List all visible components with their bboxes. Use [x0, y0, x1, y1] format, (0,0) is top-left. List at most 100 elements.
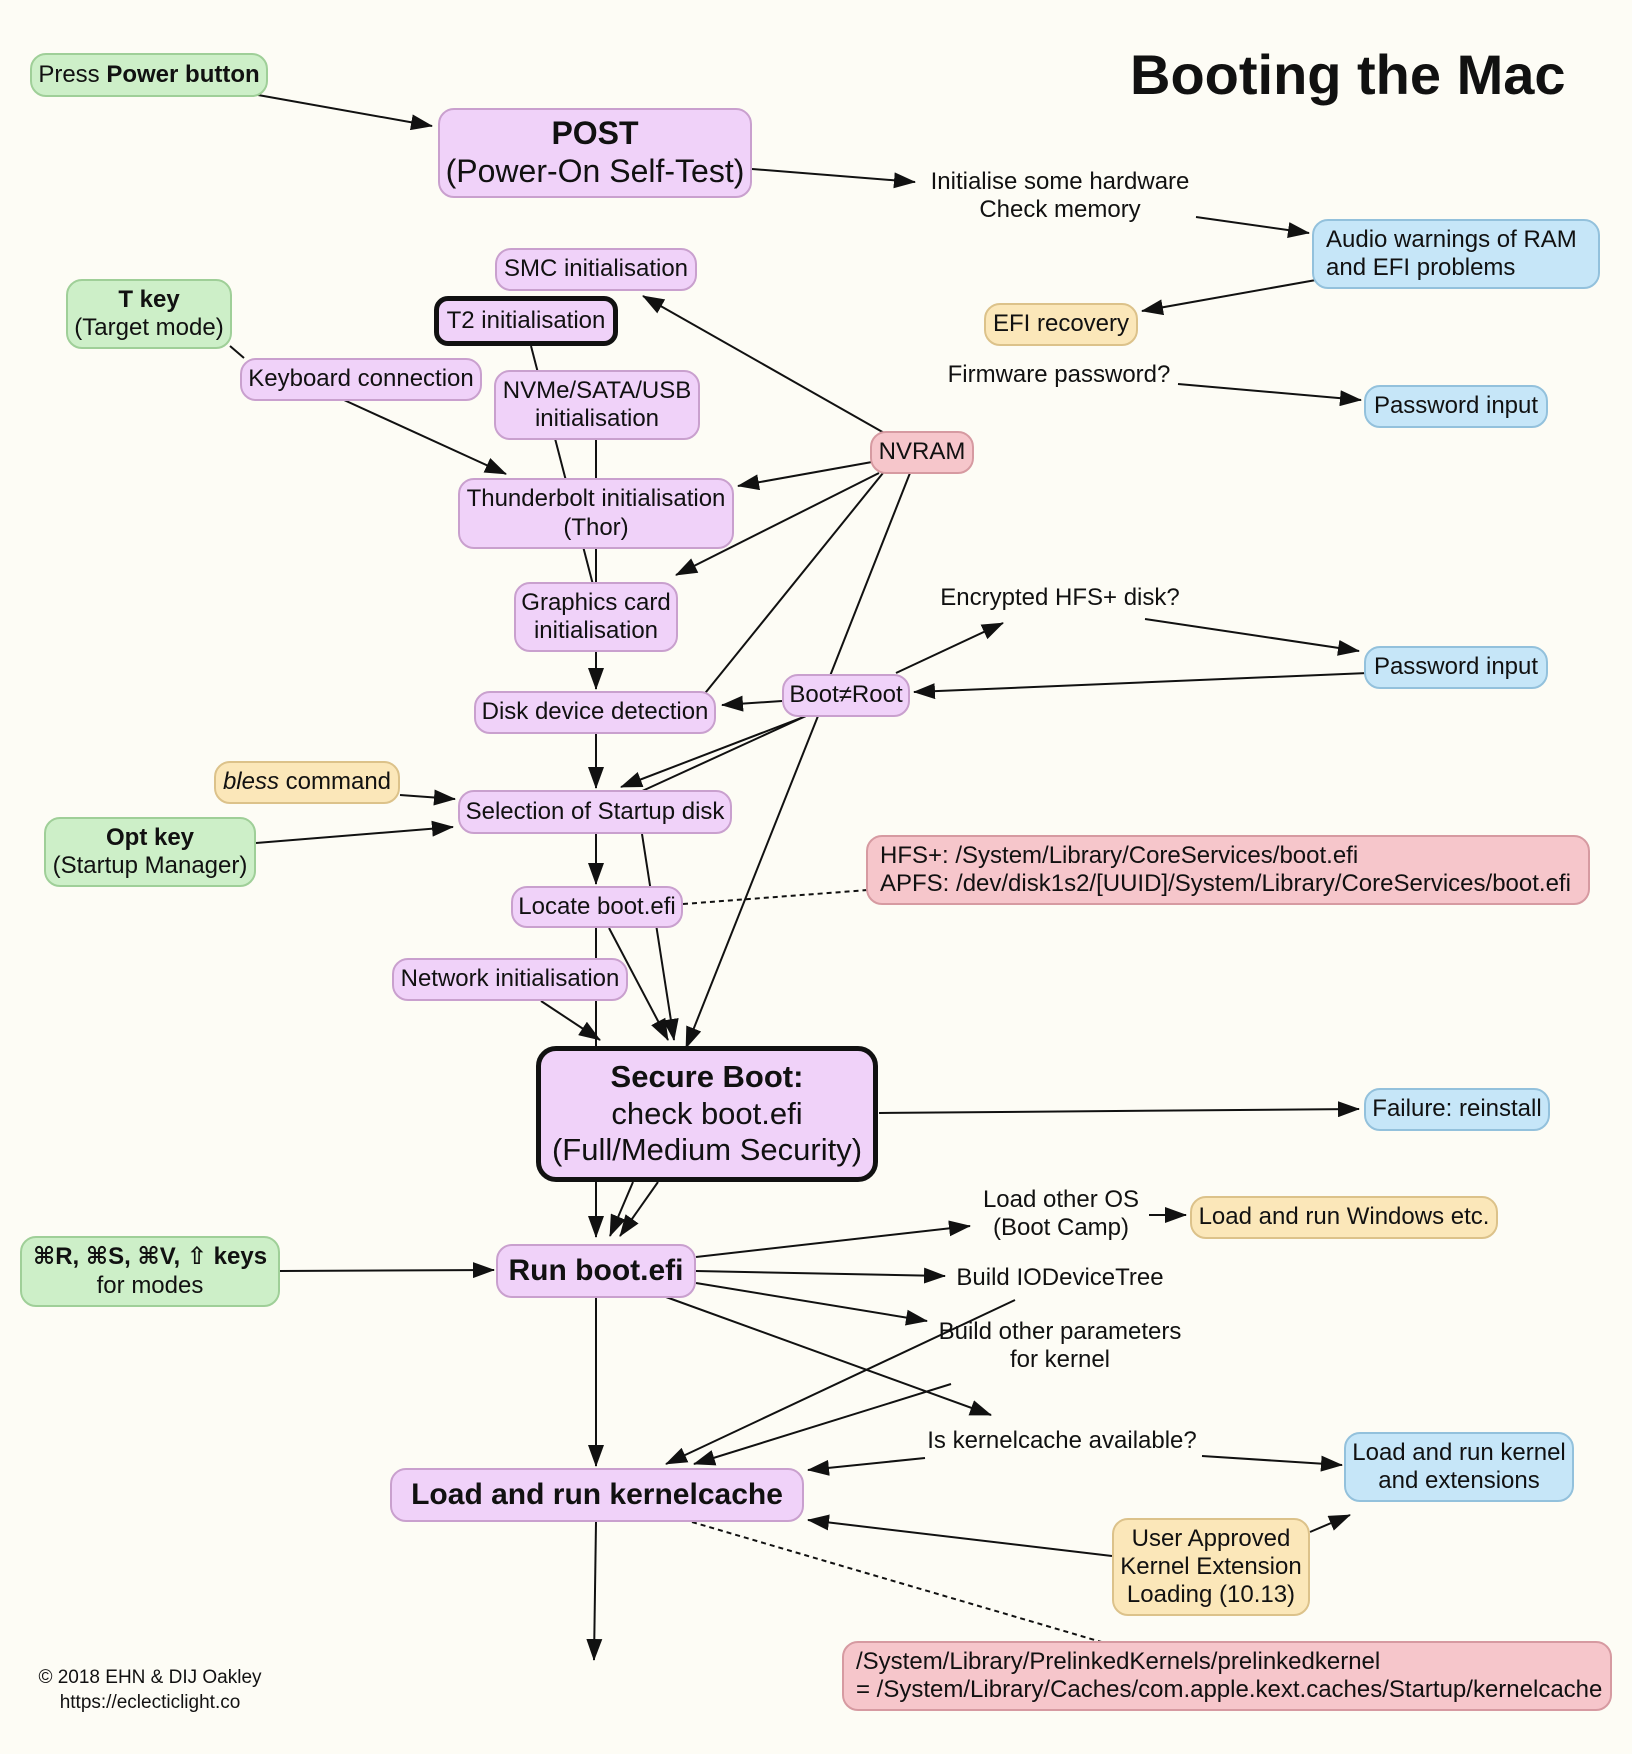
arrow-selection-secure — [641, 833, 679, 1041]
arrow-run-otheros — [695, 1220, 971, 1258]
website-url: https://eclecticlight.co — [59, 1691, 241, 1713]
arrow-bootroot-selection — [620, 715, 807, 788]
network-init-node: Network initialisation — [392, 958, 628, 1001]
disk-detection-node: Disk device detection — [474, 691, 716, 734]
line-nvram-bootroot — [829, 472, 911, 677]
user-approved-line1: User Approved — [1131, 1524, 1291, 1552]
secure-boot-node: Secure Boot: check boot.efi (Full/Medium… — [536, 1046, 878, 1182]
arrow-locate-secure — [608, 927, 669, 1041]
arrow-encrypted-password — [1144, 618, 1360, 656]
line-loadkc-prelinked — [691, 1521, 1106, 1644]
arrow-run-kernelcache-q — [665, 1296, 992, 1416]
arrow-power-post — [257, 94, 433, 131]
init-hardware-text: Initialise some hardware Check memory — [918, 168, 1202, 225]
graphics-line1: Graphics card — [521, 588, 671, 616]
load-other-os-text: Load other OS (Boot Camp) — [966, 1186, 1156, 1243]
user-approved-kext-node: User Approved Kernel Extension Loading (… — [1112, 1518, 1310, 1616]
arrow-nvram-smc — [642, 295, 887, 435]
arrow-secure-run-3 — [619, 1181, 659, 1237]
mode-keys-node: ⌘R, ⌘S, ⌘V, ⇧ keys for modes — [20, 1236, 280, 1307]
line-bootroot-selection2 — [639, 715, 807, 793]
post-subtitle: (Power-On Self-Test) — [445, 153, 745, 189]
user-approved-line3: Loading (10.13) — [1126, 1581, 1296, 1609]
load-kernelcache-node: Load and run kernelcache — [390, 1468, 804, 1522]
firmware-password-text: Firmware password? — [947, 361, 1171, 388]
arrow-modekeys-run — [278, 1262, 495, 1279]
locate-boot-efi-node: Locate boot.efi — [511, 886, 683, 928]
arrow-bootroot-disk — [721, 695, 783, 712]
bless-command-node: bless command — [214, 761, 400, 804]
encrypted-hfs-text: Encrypted HFS+ disk? — [940, 584, 1180, 611]
password-input-node-2: Password input — [1364, 646, 1548, 689]
for-kernel-line: for kernel — [1009, 1346, 1111, 1374]
build-other-params-text: Build other parameters for kernel — [928, 1318, 1192, 1375]
prelinked-line1: /System/Library/PrelinkedKernels/prelink… — [856, 1647, 1381, 1675]
nvme-line1: NVMe/SATA/USB — [502, 376, 692, 404]
post-title: POST — [551, 115, 639, 152]
copyright-text: © 2018 EHN & DIJ Oakley — [38, 1667, 262, 1688]
init-hardware-line: Initialise some hardware — [930, 168, 1190, 195]
line-nvram-disk — [701, 472, 884, 698]
graphics-init-node: Graphics card initialisation — [514, 582, 678, 652]
t2-init-node: T2 initialisation — [434, 296, 618, 346]
bless-label: bless — [222, 768, 279, 796]
load-kernel-line1: Load and run kernel — [1352, 1438, 1566, 1466]
press-power-label: Press — [38, 60, 107, 88]
line-locate-paths — [682, 889, 869, 905]
efi-recovery-node: EFI recovery — [984, 303, 1138, 346]
arrow-secure-run-2 — [609, 1181, 634, 1237]
audio-warnings-node: Audio warnings of RAM and EFI problems — [1312, 219, 1600, 289]
audio-warnings-line1: Audio warnings of RAM — [1326, 225, 1577, 253]
line-tkey-keyboard — [229, 345, 245, 359]
check-memory-line: Check memory — [979, 196, 1141, 224]
secure-boot-line3: (Full/Medium Security) — [551, 1132, 863, 1168]
graphics-line2: initialisation — [533, 617, 659, 644]
arrow-loadkc-down — [586, 1521, 603, 1661]
secure-boot-line2: check boot.efi — [611, 1095, 803, 1131]
prelinked-kernel-paths-node: /System/Library/PrelinkedKernels/prelink… — [842, 1641, 1612, 1711]
load-windows-node: Load and run Windows etc. — [1190, 1196, 1498, 1239]
post-node: POST (Power-On Self-Test) — [438, 108, 752, 198]
footer: © 2018 EHN & DIJ Oakley https://eclectic… — [26, 1666, 274, 1715]
mode-keys-label: ⌘R, ⌘S, ⌘V, ⇧ keys — [32, 1243, 268, 1271]
t-key-node: T key (Target mode) — [66, 279, 232, 349]
arrow-userapproved-loadkernel — [1309, 1514, 1351, 1533]
target-mode-label: (Target mode) — [74, 314, 224, 341]
arrow-kcq-loadkernel — [1201, 1455, 1343, 1472]
t-key-label: T key — [118, 285, 180, 313]
arrow-userapproved-loadkc — [807, 1514, 1113, 1557]
nvme-line2: initialisation — [534, 405, 660, 432]
arrow-run-iodevicetree — [695, 1267, 946, 1284]
secure-boot-title: Secure Boot: — [610, 1059, 804, 1095]
startup-disk-selection-node: Selection of Startup disk — [458, 790, 732, 834]
arrow-nvram-graphics — [675, 472, 880, 576]
arrow-audio-efirecovery — [1141, 279, 1317, 316]
arrow-iodev-loadkc — [665, 1299, 1016, 1465]
arrow-kcq-loadkc — [807, 1457, 926, 1476]
failure-reinstall-node: Failure: reinstall — [1364, 1088, 1550, 1131]
audio-warnings-line2: and EFI problems — [1326, 254, 1516, 281]
load-other-os-line1: Load other OS — [982, 1186, 1140, 1213]
load-kernel-extensions-node: Load and run kernel and extensions — [1344, 1432, 1574, 1502]
for-modes-label: for modes — [96, 1271, 204, 1299]
page-title: Booting the Mac — [1130, 43, 1566, 106]
arrow-bless-selection — [399, 789, 456, 806]
startup-manager-label: (Startup Manager) — [52, 852, 248, 879]
press-power-button-node: Press Power button — [30, 53, 268, 97]
arrow-params-loadkc — [693, 1383, 952, 1466]
arrow-nvram-thunderbolt — [737, 461, 873, 491]
boot-camp-line: (Boot Camp) — [992, 1214, 1130, 1242]
load-kernel-line2: and extensions — [1378, 1467, 1540, 1494]
smc-init-node: SMC initialisation — [495, 248, 697, 291]
arrow-password-bootroot — [913, 672, 1369, 700]
arrow-post-inithw — [751, 168, 916, 189]
arrow-secure-failure — [878, 1101, 1360, 1118]
arrow-network-secure — [540, 1000, 601, 1041]
thunderbolt-line2: (Thor) — [563, 513, 629, 541]
apfs-path-line: APFS: /dev/disk1s2/[UUID]/System/Library… — [880, 870, 1571, 897]
opt-key-node: Opt key (Startup Manager) — [44, 817, 256, 887]
arrow-firmware-password — [1177, 383, 1362, 407]
load-kernelcache-label: Load and run kernelcache — [411, 1478, 783, 1512]
user-approved-line2: Kernel Extension — [1120, 1552, 1302, 1580]
arrow-keyboard-thunderbolt — [343, 399, 507, 475]
